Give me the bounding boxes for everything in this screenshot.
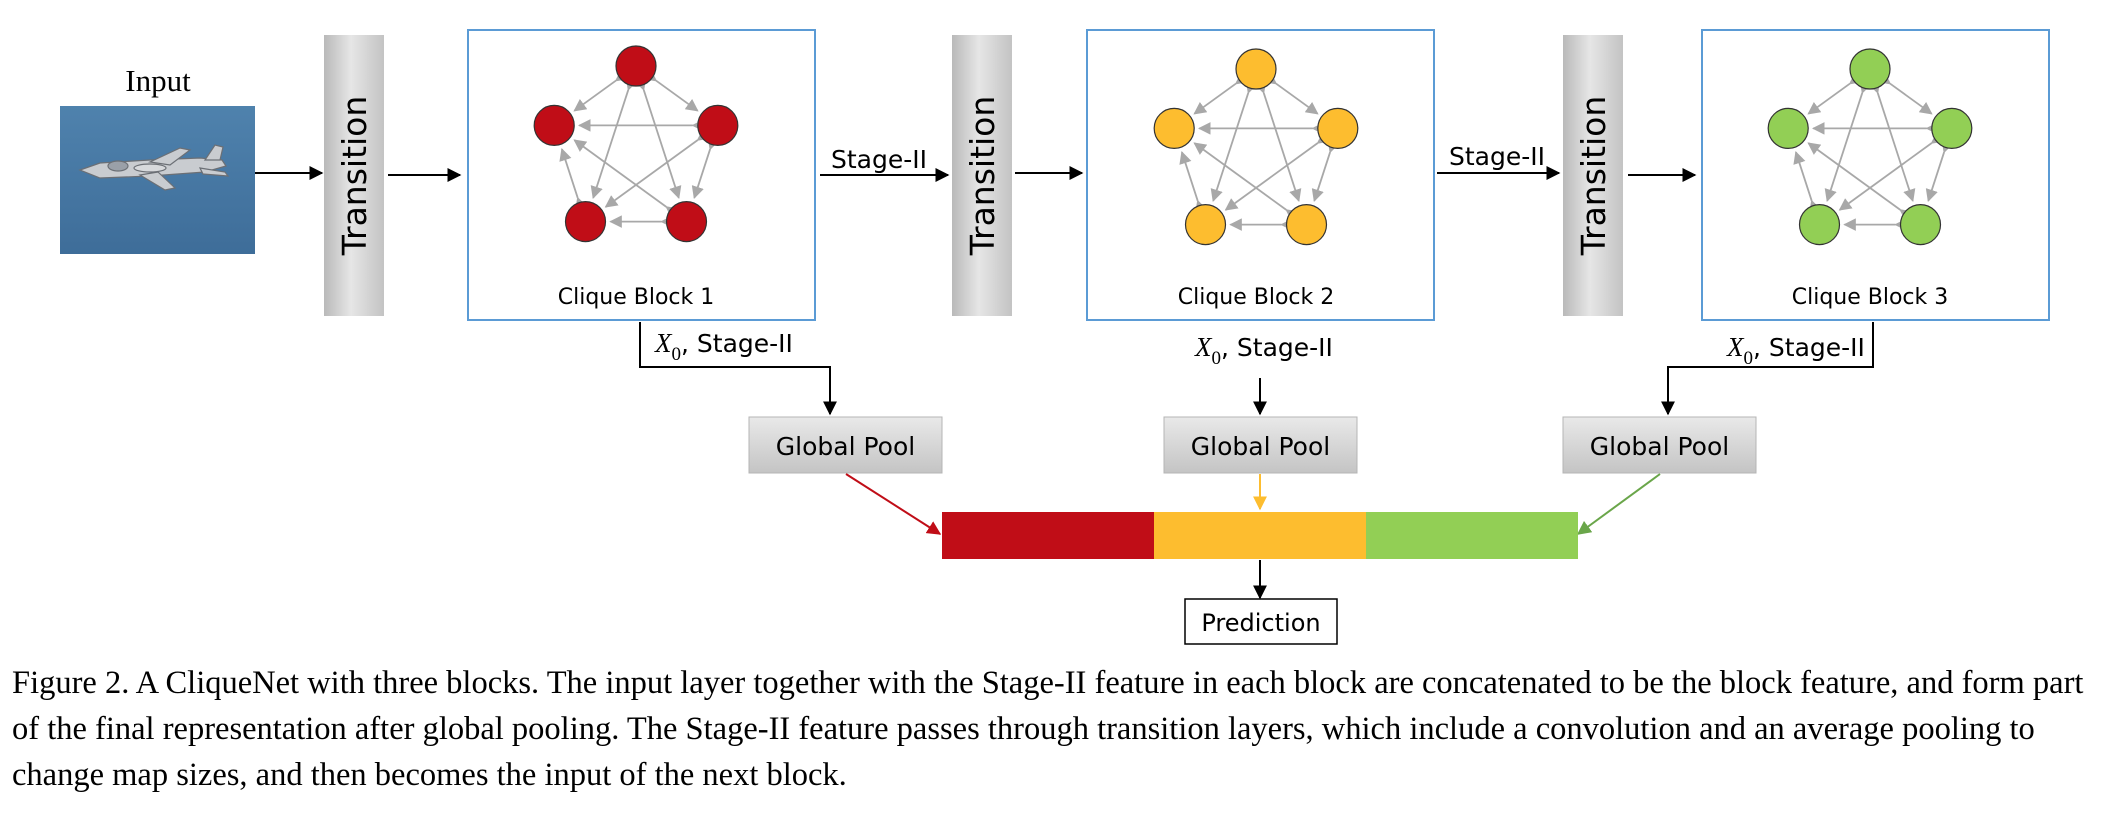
clique-node bbox=[1798, 204, 1841, 246]
global-pool-box-1: Global Pool bbox=[748, 416, 943, 474]
clique-edge bbox=[1193, 142, 1300, 222]
clique-node bbox=[1285, 204, 1328, 246]
clique-node bbox=[665, 201, 708, 243]
svg-text:Transition: Transition bbox=[963, 96, 1002, 257]
transition-box-1: Transition bbox=[324, 35, 384, 316]
clique-edge bbox=[573, 139, 680, 219]
svg-text:X0, Stage-II: X0, Stage-II bbox=[1726, 332, 1865, 369]
svg-text:Global Pool: Global Pool bbox=[1191, 432, 1330, 461]
svg-text:Global Pool: Global Pool bbox=[1590, 432, 1729, 461]
clique-node bbox=[1235, 48, 1277, 90]
pool-arrow-green bbox=[1576, 473, 1661, 535]
clique-edge bbox=[573, 68, 629, 112]
clique-node bbox=[564, 201, 607, 243]
global-pool-box-2: Global Pool bbox=[1163, 416, 1358, 474]
svg-text:X0, Stage-II: X0, Stage-II bbox=[1194, 332, 1333, 369]
clique-node bbox=[1153, 107, 1195, 149]
clique-node bbox=[533, 104, 575, 147]
clique-edge bbox=[559, 148, 588, 211]
clique-block-label: Clique Block 3 bbox=[1792, 285, 1949, 310]
clique-node bbox=[615, 45, 657, 87]
pool-arrow-red bbox=[845, 473, 942, 535]
clique-edge bbox=[1179, 151, 1208, 214]
clique-edge bbox=[1807, 142, 1914, 222]
clique-block-1: Clique Block 1 bbox=[467, 29, 816, 321]
clique-edge bbox=[1807, 71, 1863, 115]
transition-box-3: Transition bbox=[1563, 35, 1623, 316]
svg-text:Prediction: Prediction bbox=[1201, 609, 1320, 637]
clique-block-label: Clique Block 2 bbox=[1178, 285, 1335, 310]
x0-stage-label-1: X0, Stage-II bbox=[654, 328, 793, 365]
clique-node bbox=[1767, 107, 1809, 149]
clique-block-2: Clique Block 2 bbox=[1086, 29, 1435, 321]
x0-stage-label-3: X0, Stage-II bbox=[1726, 332, 1865, 369]
prediction-box: Prediction bbox=[1184, 598, 1338, 645]
clique-node bbox=[1931, 107, 1973, 149]
concatenated-feature-bar bbox=[942, 512, 1578, 559]
pool-connectors bbox=[639, 322, 1874, 416]
svg-text:Transition: Transition bbox=[1574, 96, 1613, 257]
x0-stage-label-2: X0, Stage-II bbox=[1194, 332, 1333, 369]
svg-text:X0, Stage-II: X0, Stage-II bbox=[654, 328, 793, 365]
clique-node bbox=[1899, 204, 1942, 246]
feature-segment bbox=[942, 512, 1154, 559]
feature-segment bbox=[1154, 512, 1366, 559]
clique-block-3: Clique Block 3 bbox=[1701, 29, 2050, 321]
stage-label-1: Stage-II bbox=[831, 145, 927, 174]
input-label: Input bbox=[125, 63, 191, 98]
clique-node bbox=[1184, 204, 1227, 246]
feature-segment bbox=[1366, 512, 1578, 559]
transition-box-2: Transition bbox=[952, 35, 1012, 316]
clique-block-label: Clique Block 1 bbox=[558, 285, 715, 310]
main-flow-arrows bbox=[255, 166, 1697, 182]
stage-label-2: Stage-II bbox=[1449, 142, 1545, 171]
clique-node bbox=[1849, 48, 1891, 90]
svg-text:Transition: Transition bbox=[335, 96, 374, 257]
clique-edge bbox=[1793, 151, 1822, 214]
svg-text:Global Pool: Global Pool bbox=[776, 432, 915, 461]
clique-node bbox=[697, 104, 739, 147]
input-airplane-image bbox=[60, 106, 255, 254]
global-pool-box-3: Global Pool bbox=[1562, 416, 1757, 474]
clique-node bbox=[1317, 107, 1359, 149]
clique-edge bbox=[1193, 71, 1249, 115]
figure-caption: Figure 2. A CliqueNet with three blocks.… bbox=[12, 665, 2084, 793]
